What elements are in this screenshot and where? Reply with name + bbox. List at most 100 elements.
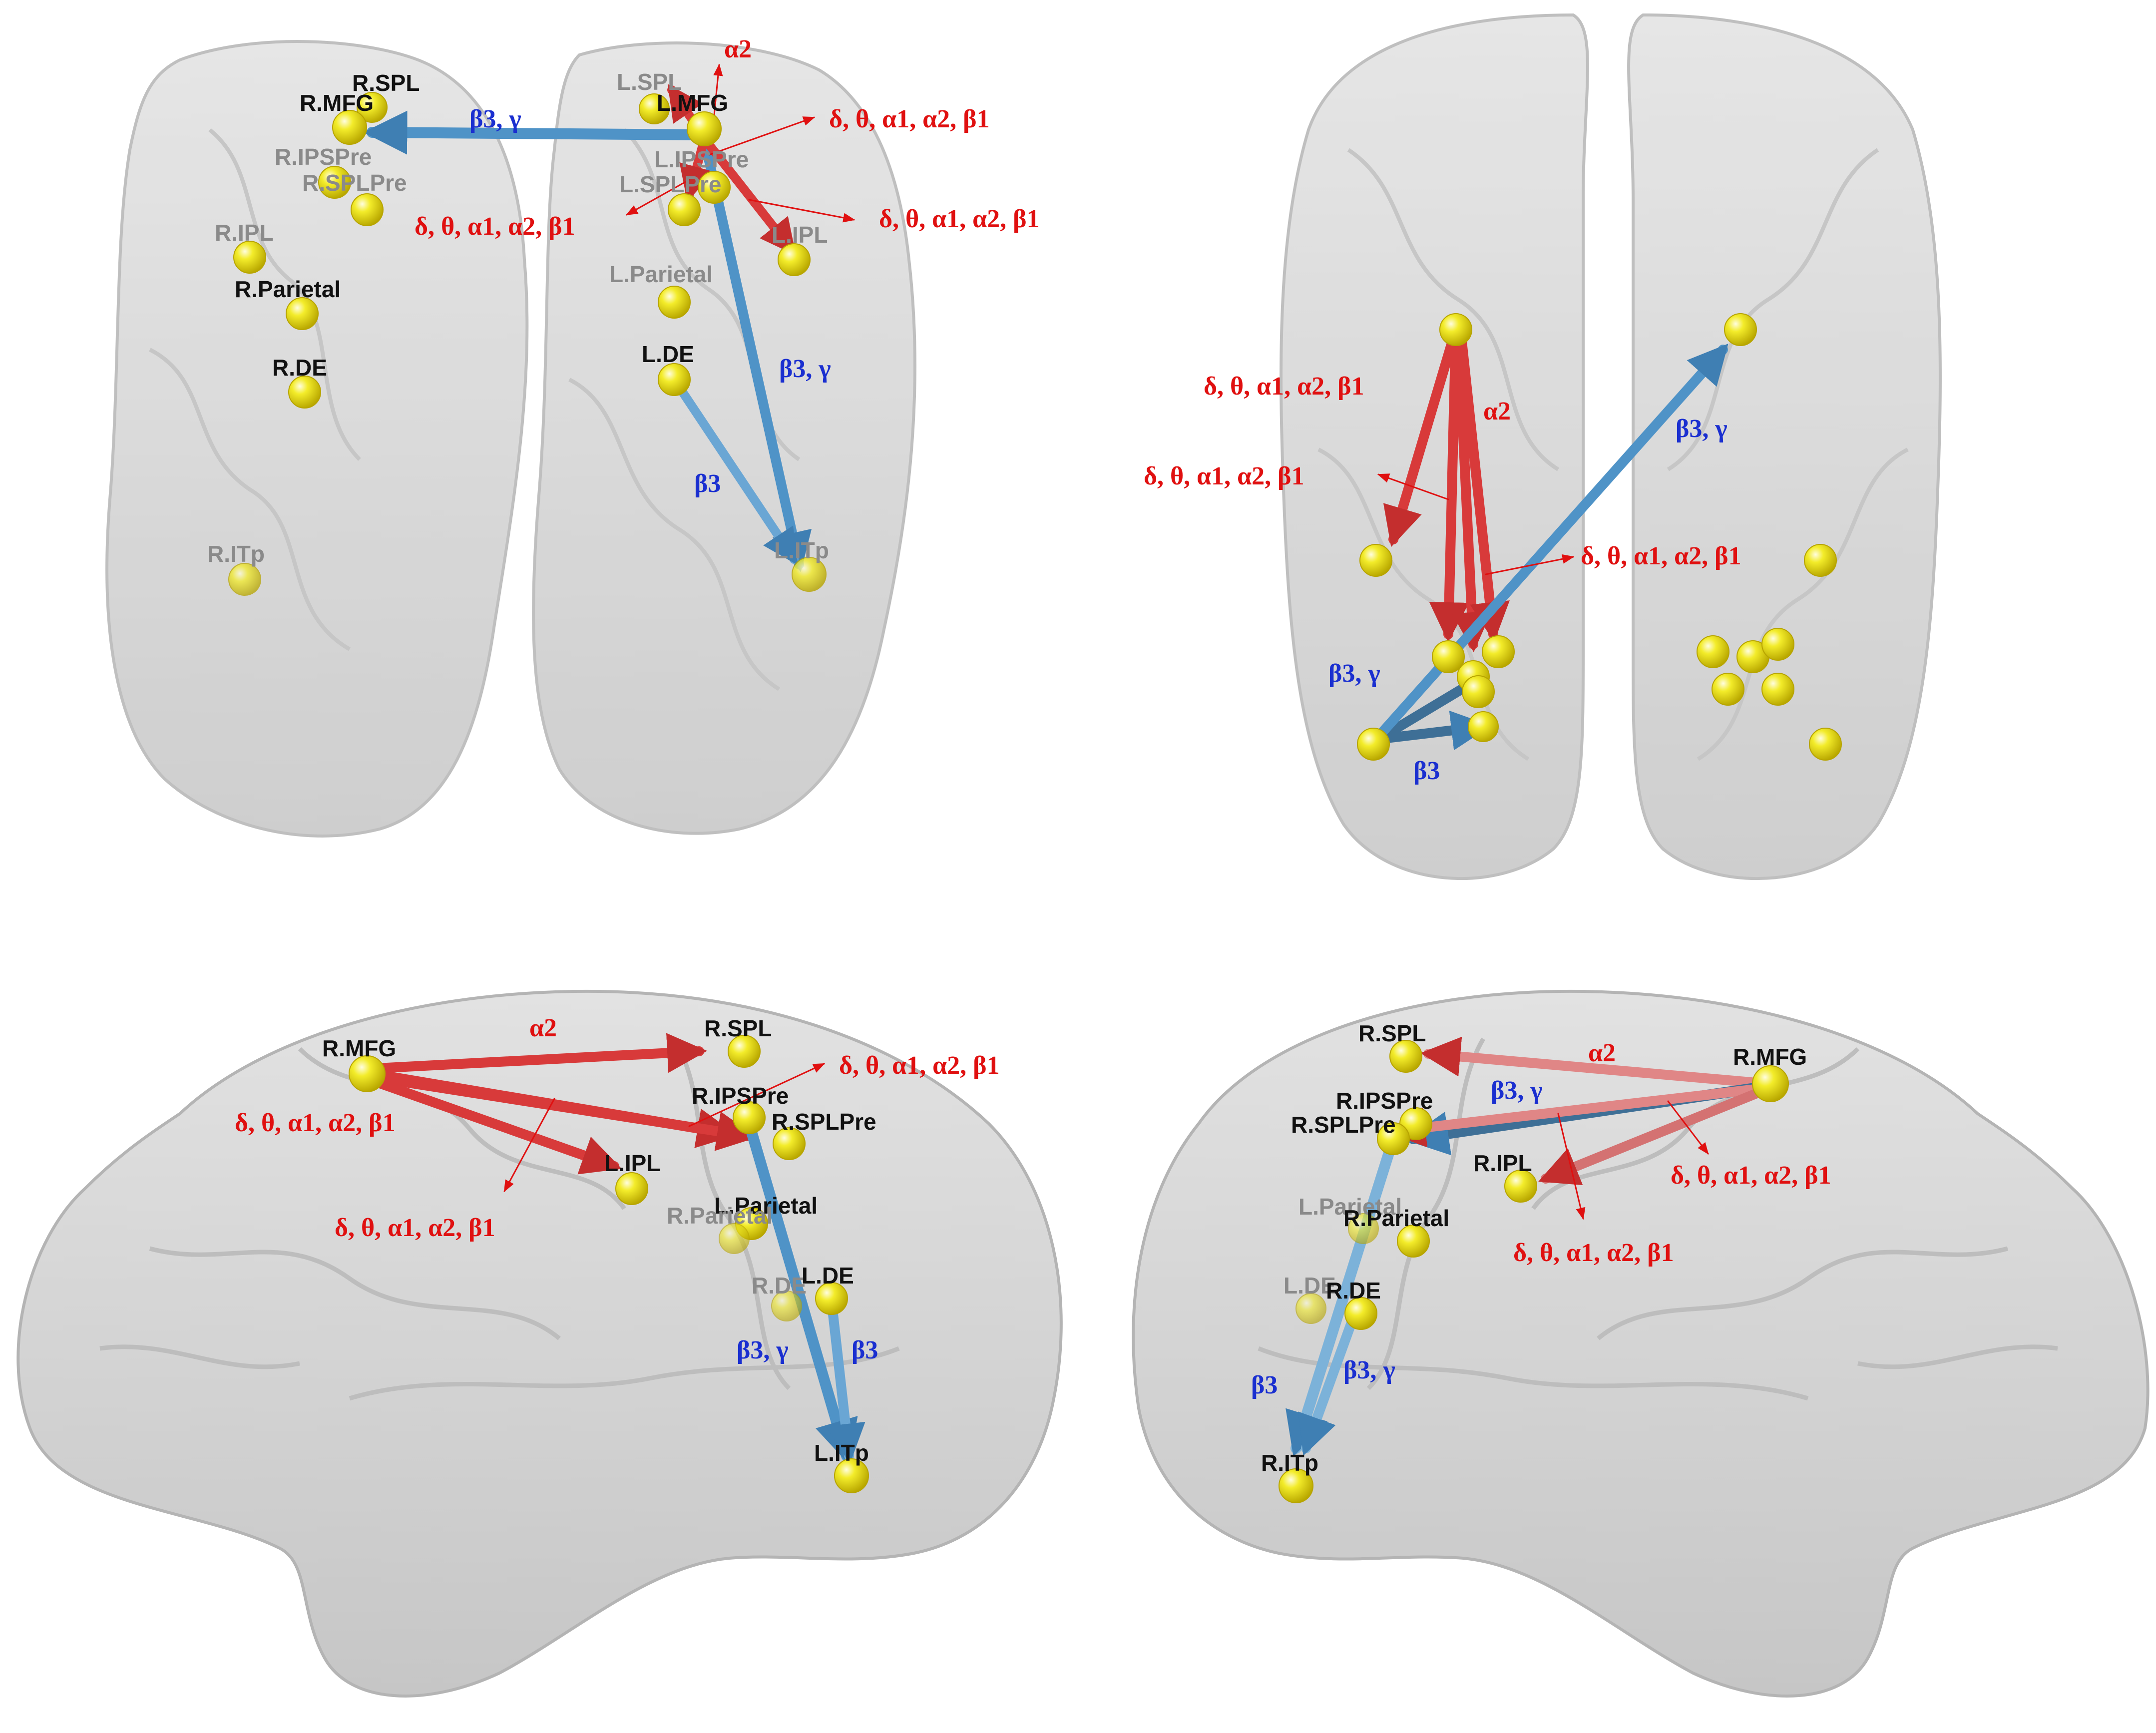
- region-node: [1724, 313, 1757, 346]
- region-label: R.DE: [752, 1273, 807, 1299]
- region-label: R.SPL: [352, 70, 420, 96]
- connection-arrow: [1420, 1036, 1773, 1089]
- region-node: [658, 363, 691, 396]
- region-nodes: [1279, 1040, 1789, 1503]
- region-label: L.Parietal: [1298, 1194, 1402, 1220]
- region-node: [349, 1055, 386, 1092]
- region-label: R.IPSPre: [692, 1083, 789, 1109]
- region-node: [1344, 1297, 1377, 1330]
- region-label: R.ITp: [207, 541, 265, 567]
- region-label: L.IPL: [604, 1150, 660, 1176]
- region-nodes: [349, 1035, 869, 1493]
- region-label: L.IPL: [772, 222, 828, 248]
- band-label: α2: [1483, 397, 1511, 426]
- band-label: δ, θ, α1, α2, β1: [1581, 542, 1741, 570]
- connections: [363, 63, 856, 572]
- region-label: R.IPL: [215, 220, 274, 246]
- connection-arrow: [1456, 327, 1510, 642]
- region-node: [1377, 1122, 1410, 1155]
- region-label: R.MFG: [300, 90, 374, 116]
- band-label: δ, θ, α1, α2, β1: [1513, 1239, 1674, 1267]
- region-labels: R.MFG R.SPL R.IPSPre R.SPLPre L.IPL L.Pa…: [322, 1015, 876, 1466]
- band-label: β3: [694, 469, 721, 498]
- connection-arrow: [1373, 344, 1728, 742]
- pointer-line: [688, 1063, 826, 1127]
- region-node: [1809, 728, 1842, 761]
- pointer-line: [503, 1098, 555, 1193]
- region-node: [773, 1127, 806, 1160]
- region-node: [1357, 728, 1390, 761]
- region-node: [728, 1035, 761, 1068]
- connections: [1286, 1036, 1773, 1457]
- connection-arrow: [1385, 1083, 1773, 1148]
- region-node: [1432, 640, 1465, 673]
- region-label: R.IPSPre: [275, 144, 372, 170]
- region-label: L.Parietal: [609, 261, 713, 287]
- band-label: β3, γ: [1491, 1076, 1543, 1105]
- panel-posterior-view: R.SPL R.MFG R.IPSPre R.SPLPre R.IPL R.Pa…: [105, 35, 1040, 838]
- region-node: [639, 93, 670, 124]
- region-label: R.SPLPre: [1291, 1112, 1396, 1138]
- region-node: [1439, 313, 1472, 346]
- region-label: R.DE: [272, 355, 327, 381]
- connection-arrow: [1538, 1084, 1773, 1186]
- band-label: β3: [852, 1336, 878, 1364]
- pointer-line: [748, 199, 856, 223]
- band-label: β3, γ: [1328, 659, 1380, 688]
- region-node: [1504, 1170, 1537, 1203]
- region-node: [233, 241, 266, 274]
- region-node: [1482, 635, 1515, 668]
- region-label: R.SPL: [704, 1015, 772, 1041]
- region-node: [357, 92, 388, 123]
- region-node: [834, 1458, 869, 1493]
- region-label: R.MFG: [1733, 1044, 1807, 1070]
- band-label: β3, γ: [737, 1336, 789, 1364]
- brain-surface: [105, 39, 916, 838]
- band-label: δ, θ, α1, α2, β1: [839, 1051, 1000, 1080]
- region-node: [1712, 673, 1744, 706]
- region-labels: R.SPL R.MFG R.IPSPre R.SPLPre R.IPL L.Pa…: [1261, 1020, 1807, 1476]
- band-label: β3, γ: [779, 355, 831, 383]
- band-label: β3, γ: [1343, 1356, 1395, 1384]
- region-node: [792, 557, 827, 592]
- region-label: L.Parietal: [714, 1193, 818, 1219]
- band-labels: α2 β3, γ δ, θ, α1, α2, β1 δ, θ, α1, α2, …: [1251, 1039, 1831, 1399]
- connection-arrow: [702, 145, 812, 572]
- connection-arrow: [705, 140, 796, 256]
- region-label: R.Parietal: [235, 276, 341, 302]
- panel-right-lateral-view: R.SPL R.MFG R.IPSPre R.SPLPre R.IPL L.Pa…: [1132, 989, 2150, 1698]
- band-labels: α2 δ, θ, α1, α2, β1 δ, θ, α1, α2, β1 δ, …: [235, 1014, 1000, 1364]
- region-label: L.DE: [1284, 1273, 1336, 1299]
- region-label: L.DE: [642, 341, 694, 367]
- band-label: δ, θ, α1, α2, β1: [879, 205, 1040, 233]
- connection-arrow: [1286, 1133, 1399, 1457]
- connection-arrow: [363, 110, 705, 155]
- region-node: [1761, 673, 1794, 706]
- region-node: [1397, 1225, 1430, 1258]
- band-label: β3, γ: [1676, 415, 1727, 443]
- connection-arrow: [362, 1074, 622, 1175]
- pointer-line: [625, 179, 690, 216]
- region-node: [778, 243, 811, 276]
- region-label: R.Parietal: [667, 1203, 773, 1229]
- pointer-line: [1557, 1113, 1586, 1220]
- connection-arrow: [1298, 1299, 1363, 1456]
- band-label: α2: [1588, 1039, 1616, 1067]
- pointer-line: [1667, 1100, 1709, 1155]
- region-node: [1752, 1065, 1789, 1102]
- connection-arrow: [1451, 327, 1492, 652]
- band-label: δ, θ, α1, α2, β1: [829, 105, 990, 133]
- band-label: δ, θ, α1, α2, β1: [1671, 1161, 1831, 1190]
- region-node: [1279, 1468, 1313, 1503]
- region-nodes: [228, 92, 827, 596]
- region-node: [1697, 635, 1729, 668]
- region-label: R.DE: [1326, 1278, 1381, 1303]
- pointer-line: [713, 63, 723, 116]
- region-node: [658, 286, 691, 319]
- band-label: α2: [529, 1014, 557, 1042]
- connection-arrow: [1429, 327, 1469, 642]
- connection-arrow: [744, 1118, 858, 1464]
- region-node: [351, 193, 384, 226]
- region-label: L.SPLPre: [619, 171, 722, 197]
